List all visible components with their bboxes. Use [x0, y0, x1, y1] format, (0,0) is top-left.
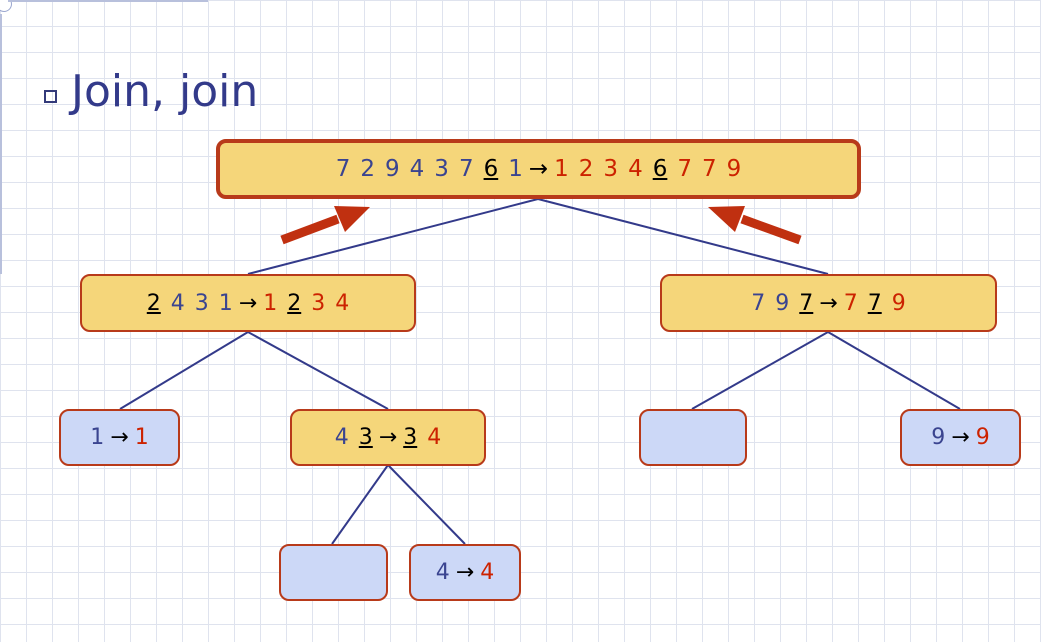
join-arrow-right — [708, 206, 802, 245]
input-digit-pivot: 3 — [358, 425, 373, 450]
input-digit-pivot: 7 — [799, 290, 814, 316]
input-digit: 2 — [360, 156, 376, 182]
input-digit: 4 — [170, 290, 185, 316]
output-digit: 3 — [311, 290, 326, 316]
input-digit: 3 — [434, 156, 449, 182]
input-digit: 7 — [335, 156, 351, 182]
input-digit: 4 — [409, 156, 425, 182]
heading-text: Join, join — [71, 66, 259, 117]
right-arrow-icon: → — [951, 425, 970, 450]
bullet-heading: Join, join — [44, 70, 258, 114]
output-digit: 7 — [843, 290, 858, 316]
input-digit: 1 — [90, 425, 105, 450]
output-digit: 7 — [677, 156, 692, 182]
output-digit: 7 — [701, 156, 717, 182]
edge-lr-lrl — [331, 464, 389, 545]
right-arrow-icon: → — [819, 290, 838, 316]
output-digit: 9 — [891, 290, 906, 316]
slide-top-rule — [8, 0, 208, 2]
right-arrow-icon: → — [378, 425, 398, 450]
output-digit: 2 — [578, 156, 594, 182]
output-digit: 9 — [975, 425, 990, 450]
edge-right-rightright — [827, 331, 961, 410]
input-digit: 9 — [775, 290, 790, 316]
input-digit: 3 — [194, 290, 209, 316]
input-digit: 9 — [385, 156, 400, 182]
output-digit: 4 — [335, 290, 350, 316]
slide-left-rule — [0, 14, 2, 274]
output-digit: 9 — [726, 156, 742, 182]
node-right-left-empty — [639, 409, 747, 466]
node-right-right: 9→9 — [900, 409, 1021, 466]
input-digit: 1 — [508, 156, 523, 182]
edge-root-right — [537, 198, 829, 275]
right-arrow-icon: → — [528, 156, 549, 182]
input-digit-pivot: 2 — [146, 290, 161, 316]
output-digit: 3 — [603, 156, 619, 182]
output-digit: 1 — [263, 290, 278, 316]
input-digit: 9 — [931, 425, 946, 450]
edge-left-leftleft — [119, 331, 249, 410]
input-digit-pivot: 6 — [483, 156, 499, 182]
output-digit: 4 — [628, 156, 643, 182]
join-arrow-left — [280, 206, 370, 245]
input-digit: 4 — [435, 560, 450, 585]
slide-corner-decoration — [0, 0, 12, 12]
right-arrow-icon: → — [110, 425, 129, 450]
node-left-right-left-empty — [279, 544, 388, 601]
edge-root-left — [247, 198, 539, 275]
edge-right-rightleft — [691, 331, 829, 410]
output-digit-pivot: 6 — [652, 156, 668, 182]
square-bullet-icon — [44, 89, 57, 103]
node-left-left: 1→1 — [59, 409, 180, 466]
edge-left-leftright — [247, 331, 389, 410]
right-arrow-icon: → — [238, 290, 258, 316]
right-arrow-icon: → — [455, 560, 475, 585]
output-digit-pivot: 7 — [867, 290, 882, 316]
output-digit: 4 — [480, 560, 495, 585]
output-digit-pivot: 2 — [287, 290, 302, 316]
output-digit: 4 — [427, 425, 442, 450]
output-digit: 1 — [134, 425, 149, 450]
input-digit: 7 — [751, 290, 766, 316]
node-left-right-right: 4→4 — [409, 544, 521, 601]
input-digit: 4 — [334, 425, 349, 450]
output-digit: 1 — [554, 156, 569, 182]
input-digit: 1 — [218, 290, 233, 316]
output-digit-pivot: 3 — [403, 425, 418, 450]
edge-lr-lrr — [387, 464, 466, 545]
input-digit: 7 — [458, 156, 474, 182]
